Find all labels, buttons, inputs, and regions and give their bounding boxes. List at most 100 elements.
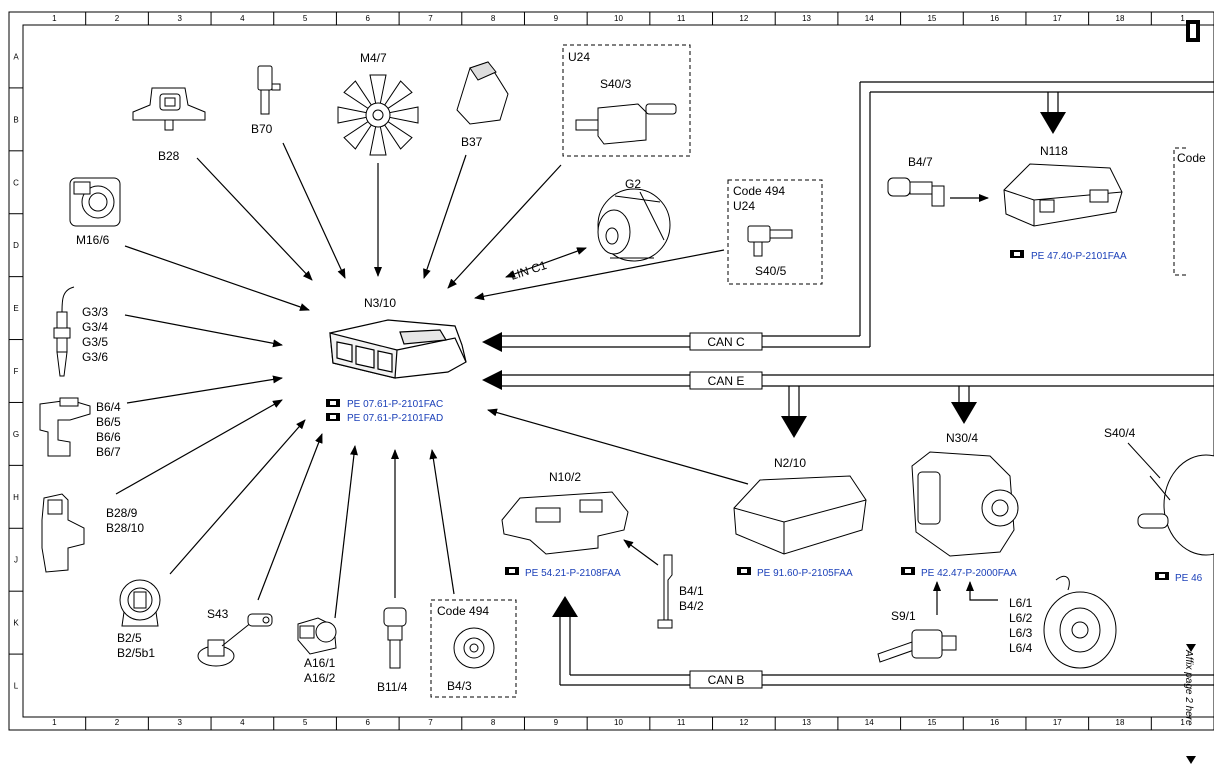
grid-col-bottom-5: 6 (366, 718, 371, 727)
g3-labels: G3/3G3/4G3/5G3/6 (82, 305, 108, 364)
a16-labels-1: A16/2 (304, 671, 336, 685)
b37-label: B37 (461, 135, 483, 149)
grid-col-top-1: 2 (115, 14, 120, 23)
b4-1-labels: B4/1B4/2 (679, 584, 704, 613)
grid-col-bottom-15: 16 (990, 718, 999, 727)
u24-top-label: U24 (568, 50, 590, 64)
n2-10-arrow-head (781, 416, 807, 438)
can-e-arrow-head (482, 370, 502, 390)
b28-sensor-icon (132, 87, 206, 131)
grid-row-8: J (14, 556, 18, 565)
n118-label: N118 (1040, 144, 1068, 158)
l6-labels-0: L6/1 (1009, 596, 1033, 610)
b28-9-labels-1: B28/10 (106, 521, 144, 535)
b2-5-labels-0: B2/5 (117, 631, 142, 645)
g3-labels-3: G3/6 (82, 350, 108, 364)
n3-10-ecu (329, 319, 467, 379)
n2-10-module-icon (733, 475, 867, 555)
m4-7-label: M4/7 (360, 51, 387, 65)
lin-c1-label: LIN C1 (509, 258, 549, 283)
n30-4-ref[interactable]: PE 42.47-P-2000FAA (921, 568, 1017, 579)
grid-col-top-10: 11 (677, 14, 686, 23)
grid-col-bottom-13: 14 (865, 718, 874, 727)
n3-10-ref-a[interactable]: PE 07.61-P-2101FAC (347, 399, 443, 410)
grid-col-top-4: 5 (303, 14, 308, 23)
m16-6-throttle-icon (69, 177, 121, 227)
b6-labels-0: B6/4 (96, 400, 121, 414)
b6-sensor-icon (39, 397, 91, 457)
n3-10-ref-b[interactable]: PE 07.61-P-2101FAD (347, 413, 443, 424)
grid-col-top-13: 14 (865, 14, 874, 23)
u24-right-label: U24 (733, 199, 755, 213)
grid-row-6: G (13, 430, 19, 439)
grid-col-top-17: 18 (1116, 14, 1125, 23)
b4-1-labels-0: B4/1 (679, 584, 704, 598)
can-b-bus (559, 615, 1214, 686)
can-b-label: CAN B (708, 673, 745, 687)
s40-4-leader (1127, 442, 1161, 479)
grid-row-0: A (13, 52, 19, 61)
n30-4-label: N30/4 (946, 431, 978, 445)
grid-col-bottom-0: 1 (52, 718, 57, 727)
n10-2-ref[interactable]: PE 54.21-P-2108FAA (525, 568, 621, 579)
g3-labels-1: G3/4 (82, 320, 108, 334)
b4-3-sensor-icon (453, 627, 495, 669)
b2-5-labels: B2/5B2/5b1 (117, 631, 155, 660)
grid-col-bottom-10: 11 (677, 718, 686, 727)
grid-column-labels: 1122334455667788991010111112121313141415… (52, 12, 1185, 730)
b6-labels-3: B6/7 (96, 445, 121, 459)
s43-switch-icon (197, 613, 273, 667)
b70-label: B70 (251, 122, 273, 136)
g2-alternator-icon (597, 188, 671, 262)
partial-ref[interactable]: PE 46 (1175, 573, 1203, 584)
s40-4-lever-icon (1137, 454, 1214, 556)
signal-arrows-n3-10 (115, 142, 749, 619)
grid-col-bottom-4: 5 (303, 718, 308, 727)
n2-10-ref[interactable]: PE 91.60-P-2105FAA (757, 568, 853, 579)
n10-2-module-icon (501, 491, 629, 555)
grid-col-bottom-7: 8 (491, 718, 496, 727)
code494-right-dashed-box (727, 179, 823, 285)
grid-col-bottom-2: 3 (177, 718, 182, 727)
n30-4-ref-icon (901, 567, 915, 575)
grid-col-bottom-17: 18 (1116, 718, 1125, 727)
n118-ref[interactable]: PE 47.40-P-2101FAA (1031, 251, 1127, 262)
can-e-bus (500, 374, 1214, 420)
b2-5-sensor-icon (119, 579, 161, 627)
grid-col-bottom-1: 2 (115, 718, 120, 727)
corner-tag-icon (1186, 20, 1200, 42)
grid-col-bottom-3: 4 (240, 718, 245, 727)
grid-col-top-7: 8 (491, 14, 496, 23)
grid-col-bottom-6: 7 (428, 718, 433, 727)
l6-labels-1: L6/2 (1009, 611, 1033, 625)
n118-module-icon (1003, 163, 1123, 227)
s9-1-label: S9/1 (891, 609, 916, 623)
can-b-arrow-head (552, 596, 578, 617)
s40-3-label: S40/3 (600, 77, 632, 91)
s43-label: S43 (207, 607, 229, 621)
l6-brake-disc-icon (1043, 575, 1117, 669)
b37-pedal-icon (456, 61, 509, 125)
affix-note: Affix page 2 here (1183, 649, 1194, 726)
grid-col-bottom-11: 12 (739, 718, 748, 727)
l6-arrow (966, 581, 998, 601)
code494-bottom-label: Code 494 (437, 604, 489, 618)
s40-3-switch-icon (575, 103, 677, 145)
grid-row-7: H (13, 493, 19, 502)
affix-marker-top (1186, 644, 1196, 652)
grid-row-9: K (13, 619, 19, 628)
grid-col-top-3: 4 (240, 14, 245, 23)
grid-col-top-0: 1 (52, 14, 57, 23)
partial-ref-icon (1155, 572, 1169, 580)
g3-labels-0: G3/3 (82, 305, 108, 319)
b4-7-sensor-icon (887, 177, 945, 207)
n118-ref-icon (1010, 250, 1024, 258)
grid-col-bottom-9: 10 (614, 718, 623, 727)
grid-col-top-2: 3 (177, 14, 182, 23)
b4-7-label: B4/7 (908, 155, 933, 169)
code-partial-label: Code (1177, 151, 1206, 165)
b11-4-sensor-icon (383, 607, 407, 669)
grid-row-3: D (13, 241, 19, 250)
